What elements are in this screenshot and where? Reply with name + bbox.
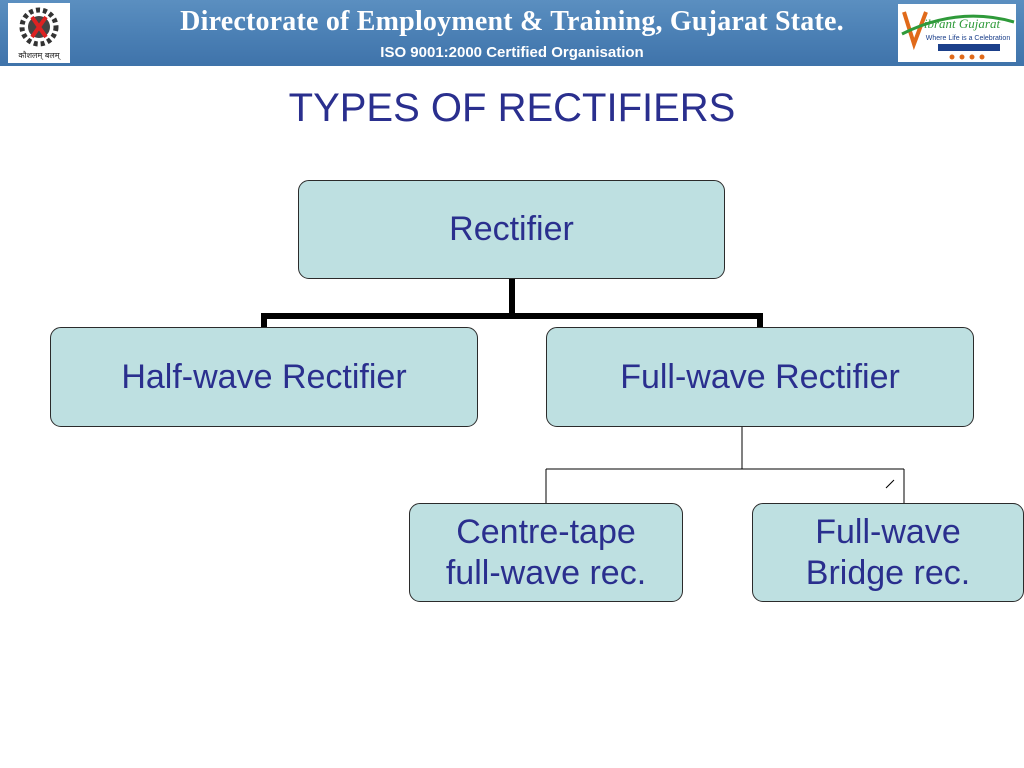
iso-certification-subtitle: ISO 9001:2000 Certified Organisation — [380, 44, 644, 61]
node-full-wave-label: Full-wave Rectifier — [620, 357, 900, 396]
node-full-wave-rectifier: Full-wave Rectifier — [546, 327, 974, 427]
node-rectifier: Rectifier — [298, 180, 725, 279]
node-centre-tape: Centre-tape full-wave rec. — [409, 503, 683, 602]
node-centre-tape-line1: Centre-tape — [456, 513, 636, 552]
slide-title: TYPES OF RECTIFIERS — [288, 86, 736, 130]
organisation-title: Directorate of Employment & Training, Gu… — [180, 6, 844, 37]
svg-text:ibrant Gujarat: ibrant Gujarat — [924, 16, 1001, 31]
det-emblem-logo: कौशलम् बलम् — [8, 3, 70, 63]
node-bridge: Full-wave Bridge rec. — [752, 503, 1024, 602]
header-banner: कौशलम् बलम् Directorate of Employment & … — [0, 0, 1024, 66]
svg-text:कौशलम् बलम्: कौशलम् बलम् — [18, 50, 61, 61]
node-half-wave-rectifier: Half-wave Rectifier — [50, 327, 478, 427]
svg-text:Where Life is a Celebration: Where Life is a Celebration — [926, 35, 1011, 42]
node-centre-tape-line2: full-wave rec. — [445, 553, 647, 592]
node-half-wave-label: Half-wave Rectifier — [121, 357, 407, 396]
node-bridge-line2: Bridge rec. — [805, 553, 971, 592]
node-rectifier-label: Rectifier — [449, 210, 574, 249]
node-bridge-line1: Full-wave — [815, 513, 961, 552]
vibrant-gujarat-logo: ibrant Gujarat Where Life is a Celebrati… — [898, 4, 1016, 62]
fullwave-connector — [545, 427, 905, 503]
root-connector — [261, 279, 763, 328]
